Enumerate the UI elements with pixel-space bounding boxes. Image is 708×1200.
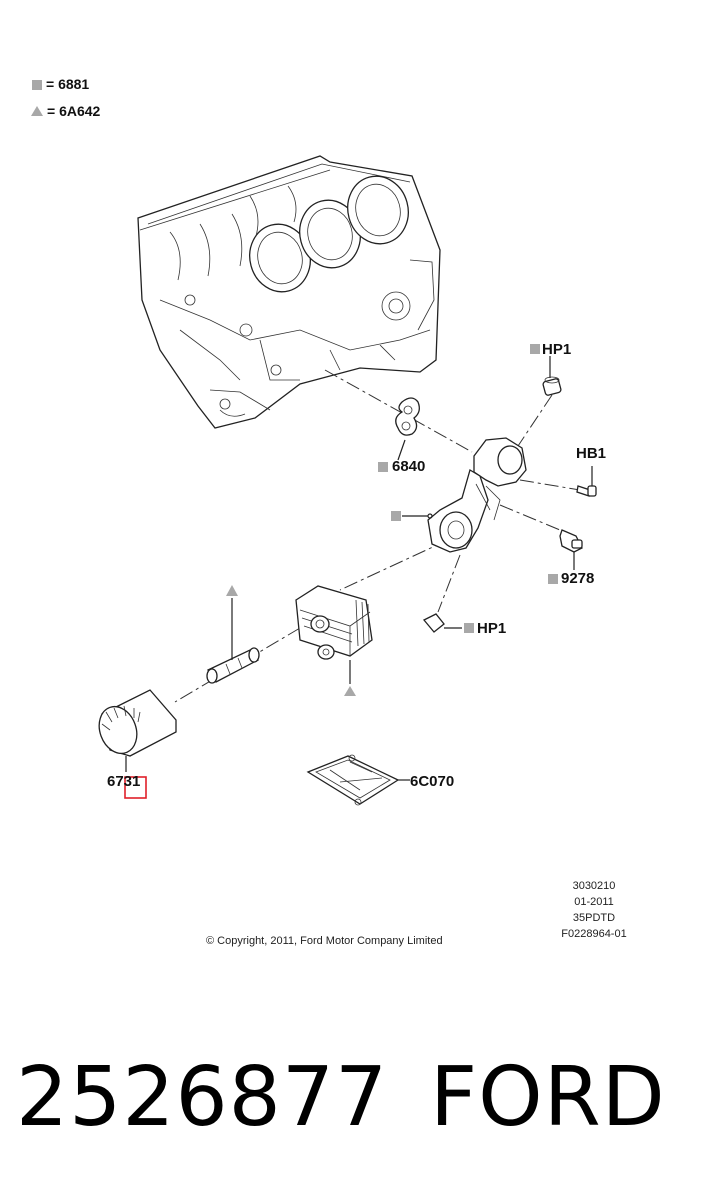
square-marker-icon [378, 462, 388, 472]
oil-cooler-illustration [295, 585, 373, 696]
legend-square-entry: = 6881 [32, 76, 89, 92]
part-number: 2526877 [16, 1050, 389, 1145]
sensor-9278-illustration [548, 529, 583, 584]
triangle-marker-icon [31, 106, 43, 116]
info-date: 01-2011 [574, 896, 614, 908]
callout-hp1-top: HP1 [542, 341, 572, 358]
engine-block-illustration [137, 155, 441, 429]
oil-filter-adapter-illustration [427, 437, 527, 553]
callout-9278: 9278 [561, 570, 595, 587]
filter-stud-illustration [206, 585, 260, 684]
callout-hp1-bottom: HP1 [477, 620, 507, 637]
oil-filter-6731-illustration [98, 689, 177, 772]
legend-triangle-entry: = 6A642 [31, 103, 100, 119]
brand-name: FORD [430, 1050, 666, 1145]
hb1-bolt-illustration [576, 466, 597, 497]
callout-6840-text: 6840 [392, 458, 426, 475]
legend-square-text: = 6881 [46, 76, 90, 92]
square-marker-icon [32, 80, 42, 90]
gasket-6840-illustration [395, 397, 420, 461]
hp1-bottom-plug-illustration [422, 613, 474, 633]
info-code-3: F0228964-01 [561, 928, 627, 940]
highlight-box [124, 776, 147, 799]
cover-6c070-illustration [306, 754, 410, 806]
callout-6731: 6731 [107, 773, 141, 790]
copyright-notice: © Copyright, 2011, Ford Motor Company Li… [206, 935, 443, 947]
info-code-1: 3030210 [572, 880, 616, 892]
legend-triangle-text: = 6A642 [47, 103, 101, 119]
callout-hb1: HB1 [576, 445, 607, 462]
callout-6840: 6840 [378, 458, 425, 475]
callout-6c070: 6C070 [410, 773, 455, 790]
hp1-top-plug-illustration [530, 344, 562, 396]
info-code-2: 35PDTD [572, 912, 616, 924]
